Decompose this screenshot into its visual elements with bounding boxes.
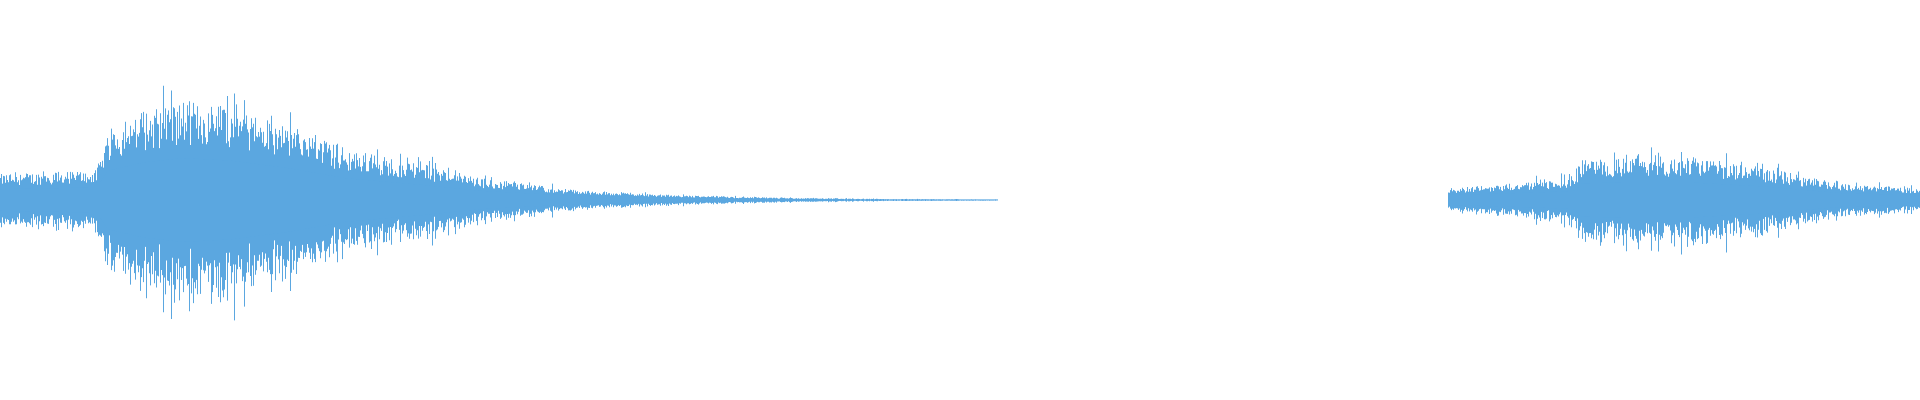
waveform-clip-2 (1448, 147, 1920, 255)
waveform-core (0, 158, 998, 242)
waveform-clip-1 (0, 85, 998, 321)
waveform-layer (0, 85, 1920, 321)
waveform-core (1448, 182, 1920, 218)
